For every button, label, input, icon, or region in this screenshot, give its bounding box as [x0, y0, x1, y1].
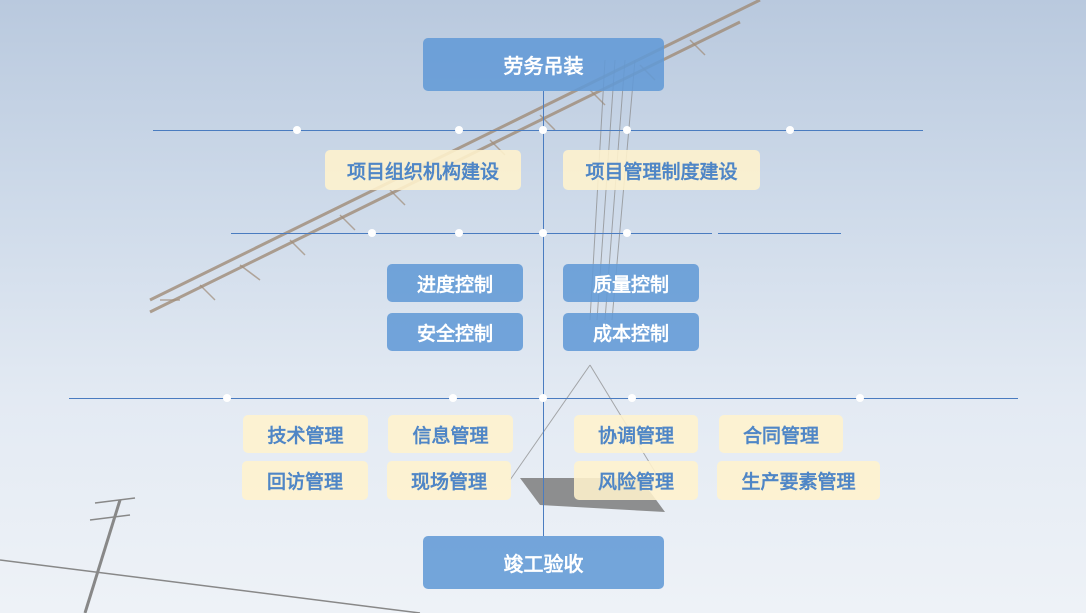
dot — [455, 126, 463, 134]
dot — [293, 126, 301, 134]
node-information-management: 信息管理 — [388, 415, 513, 453]
node-management-system: 项目管理制度建设 — [563, 150, 760, 190]
tier2-line — [231, 233, 712, 234]
node-org-structure: 项目组织机构建设 — [325, 150, 521, 190]
dot — [539, 229, 547, 237]
node-technical-management: 技术管理 — [243, 415, 368, 453]
node-coordination-management: 协调管理 — [574, 415, 698, 453]
dot — [786, 126, 794, 134]
dot — [449, 394, 457, 402]
tier1-line — [153, 130, 923, 131]
node-risk-management: 风险管理 — [574, 461, 698, 500]
node-cost-control: 成本控制 — [563, 313, 699, 351]
dot — [623, 229, 631, 237]
dot — [628, 394, 636, 402]
node-contract-management: 合同管理 — [719, 415, 843, 453]
dot — [223, 394, 231, 402]
top-node-labor-hoisting: 劳务吊装 — [423, 38, 664, 91]
node-schedule-control: 进度控制 — [387, 264, 523, 302]
dot — [623, 126, 631, 134]
dot — [856, 394, 864, 402]
node-safety-control: 安全控制 — [387, 313, 523, 351]
dot — [539, 126, 547, 134]
center-connector-line — [543, 91, 544, 536]
dot — [455, 229, 463, 237]
node-site-management: 现场管理 — [387, 461, 511, 500]
dot — [539, 394, 547, 402]
node-follow-up-management: 回访管理 — [242, 461, 368, 500]
bottom-node-completion-acceptance: 竣工验收 — [423, 536, 664, 589]
dot — [368, 229, 376, 237]
node-production-factors-management: 生产要素管理 — [717, 461, 880, 500]
node-quality-control: 质量控制 — [563, 264, 699, 302]
tier2-line-segment — [718, 233, 841, 234]
